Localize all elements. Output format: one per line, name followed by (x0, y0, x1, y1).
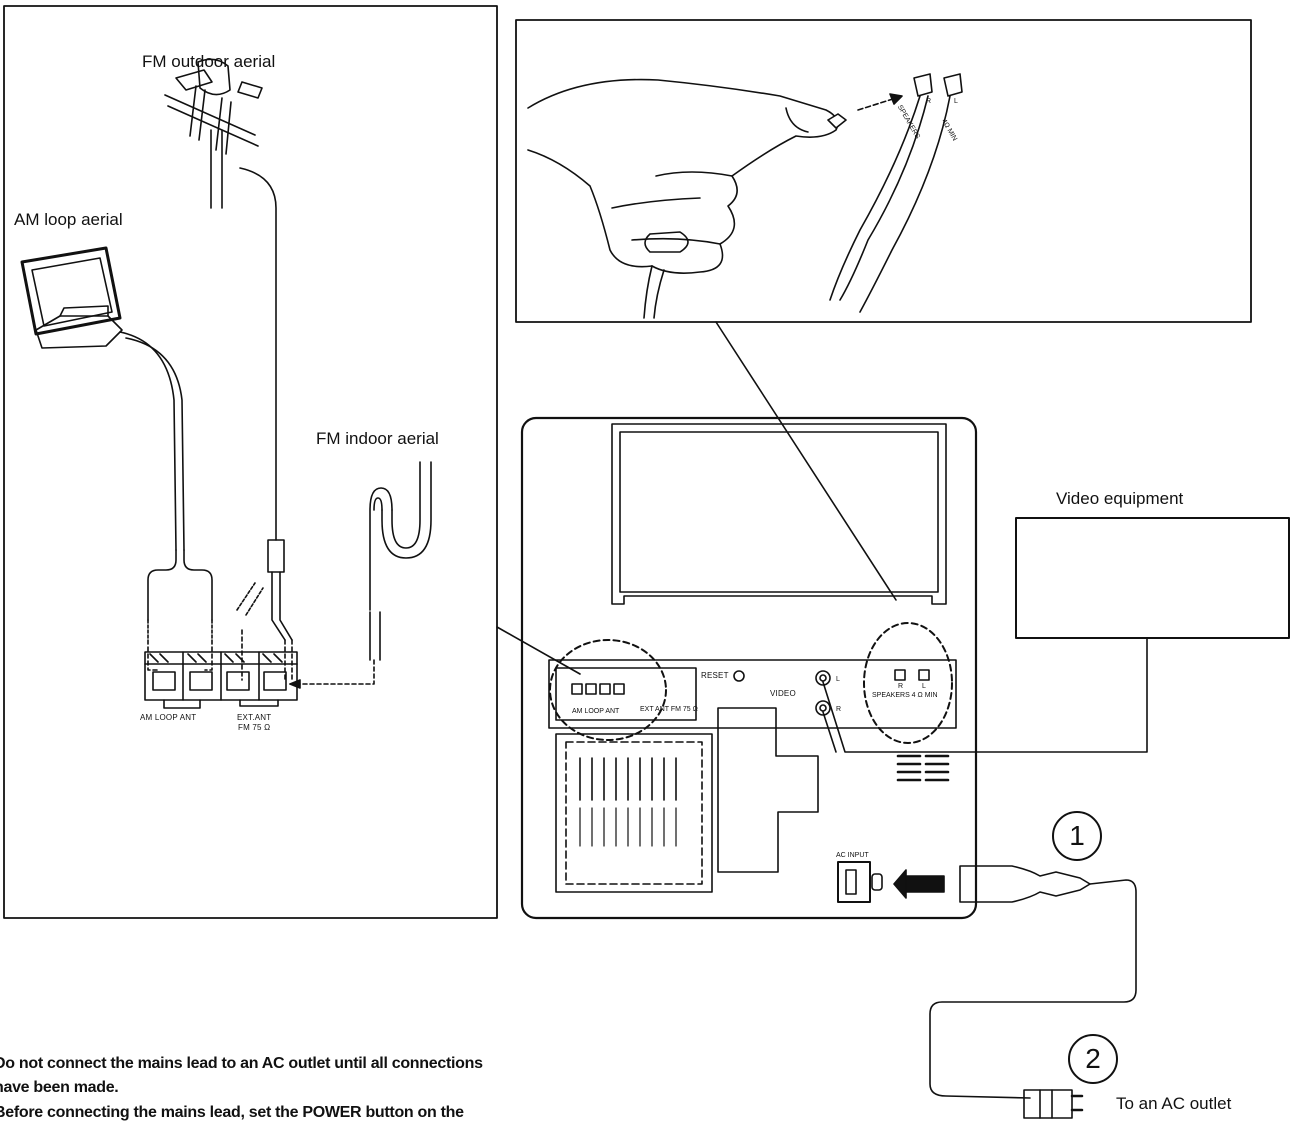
inset-r-label: R (926, 98, 932, 105)
step-1-marker: 1 (1052, 811, 1102, 861)
unit-am-loop-ant-label: AM LOOP ANT (572, 708, 620, 715)
fm-indoor-aerial-label: FM indoor aerial (316, 429, 439, 448)
note-line-2: have been made. (0, 1079, 119, 1096)
video-equipment-box (1015, 517, 1290, 639)
video-r-label: R (836, 706, 842, 713)
fm-outdoor-aerial-drawing (164, 58, 293, 681)
note-line-1: Do not connect the mains lead to an AC o… (0, 1055, 483, 1072)
callout-line-terminal (496, 626, 581, 675)
note-heading: : (0, 1028, 1, 1044)
speakers-label: SPEAKERS 4 Ω MIN (872, 692, 938, 699)
inset-hand-drawing (527, 73, 963, 319)
video-label: VIDEO (770, 689, 796, 698)
rear-fins (555, 707, 950, 893)
ac-input-label: AC INPUT (836, 852, 869, 859)
main-unit-rear (520, 416, 978, 920)
step-2-marker: 2 (1068, 1034, 1118, 1084)
note-line-3: Before connecting the mains lead, set th… (0, 1104, 464, 1121)
highlight-antenna-terminals (549, 639, 667, 741)
unit-ext-ant-label: EXT ANT FM 75 Ω (640, 706, 698, 713)
speaker-r-label: R (898, 683, 904, 690)
speaker-l-label: L (922, 683, 926, 690)
fm-75-ohm-label: FM 75 Ω (238, 723, 271, 732)
ac-outlet-label: To an AC outlet (1116, 1094, 1232, 1113)
video-equipment-label: Video equipment (1056, 489, 1184, 508)
aerial-panel (3, 5, 498, 919)
highlight-speaker-terminals (863, 622, 953, 744)
inset-l-label: L (954, 98, 958, 105)
am-loop-aerial-drawing (20, 246, 213, 671)
am-loop-aerial-label: AM loop aerial (14, 210, 123, 229)
ext-ant-label: EXT.ANT (237, 713, 272, 722)
antenna-terminal-block (144, 651, 298, 709)
callout-line-inset (715, 321, 897, 601)
speaker-inset (515, 19, 1252, 323)
video-l-label: L (836, 676, 840, 683)
am-loop-ant-label: AM LOOP ANT (140, 713, 197, 722)
fm-outdoor-aerial-label: FM outdoor aerial (142, 52, 276, 71)
fm-indoor-aerial-drawing (289, 461, 432, 689)
reset-label: RESET (701, 671, 729, 680)
